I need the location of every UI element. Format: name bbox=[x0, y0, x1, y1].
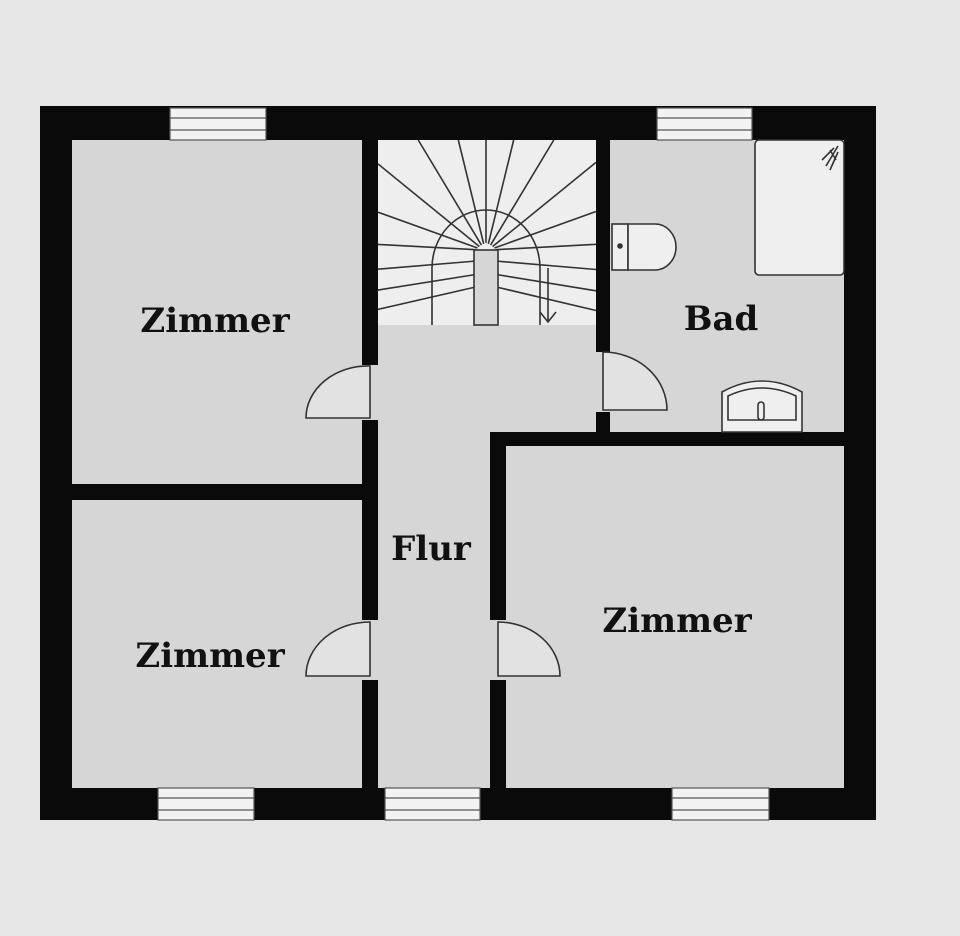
wall-right bbox=[844, 106, 876, 820]
room-label-top-left: Zimmer bbox=[140, 301, 290, 341]
room-label-hallway: Flur bbox=[391, 529, 472, 569]
stair-tread bbox=[377, 273, 475, 291]
sink bbox=[721, 380, 803, 433]
stair-tread bbox=[492, 161, 597, 248]
shower-head-icon bbox=[821, 145, 839, 171]
stair-tread bbox=[377, 211, 478, 249]
stair-tread bbox=[495, 243, 597, 251]
stair-tread bbox=[489, 139, 555, 246]
toilet bbox=[611, 223, 677, 271]
stair-tread bbox=[457, 139, 485, 244]
stair-handrail-arc bbox=[431, 209, 541, 325]
wall-hall-left-2 bbox=[362, 420, 378, 620]
wall-hall-left-1 bbox=[362, 140, 378, 365]
stair-tread bbox=[377, 286, 475, 311]
wall-hall-right-2 bbox=[490, 680, 506, 788]
wall-hall-right-1 bbox=[490, 432, 506, 620]
door-top-left-room bbox=[305, 365, 371, 419]
stair-tread bbox=[497, 286, 597, 312]
staircase bbox=[377, 139, 597, 326]
stair-tread bbox=[487, 139, 515, 244]
stair-tread bbox=[497, 273, 597, 292]
door-bottom-left-room bbox=[305, 621, 371, 677]
stair-tread bbox=[417, 139, 483, 246]
door-bottom-right-room bbox=[497, 621, 561, 677]
stair-tread bbox=[497, 260, 597, 271]
window-top-left bbox=[169, 107, 267, 141]
window-bottom-hall bbox=[384, 787, 481, 821]
window-bottom-left bbox=[157, 787, 255, 821]
wall-left bbox=[40, 106, 72, 820]
windows bbox=[157, 107, 770, 821]
wall-left-rooms bbox=[72, 484, 362, 500]
stair-tread bbox=[377, 260, 475, 270]
wall-stair-bath-1 bbox=[596, 140, 610, 352]
window-bottom-right bbox=[671, 787, 770, 821]
shower-tray bbox=[754, 139, 845, 276]
wall-bath-bottom bbox=[490, 432, 844, 446]
stair-tread bbox=[377, 243, 477, 251]
door-bathroom bbox=[602, 351, 668, 411]
room-label-bottom-right: Zimmer bbox=[602, 601, 752, 641]
room-label-bathroom: Bad bbox=[684, 299, 759, 339]
stair-tread bbox=[377, 163, 480, 248]
wall-hall-left-3 bbox=[362, 680, 378, 788]
stair-newel bbox=[473, 249, 499, 326]
room-label-bottom-left: Zimmer bbox=[135, 636, 285, 676]
stair-direction-arrow bbox=[539, 268, 557, 324]
stair-tread bbox=[494, 210, 597, 249]
window-top-right bbox=[656, 107, 753, 141]
doors bbox=[305, 351, 668, 677]
